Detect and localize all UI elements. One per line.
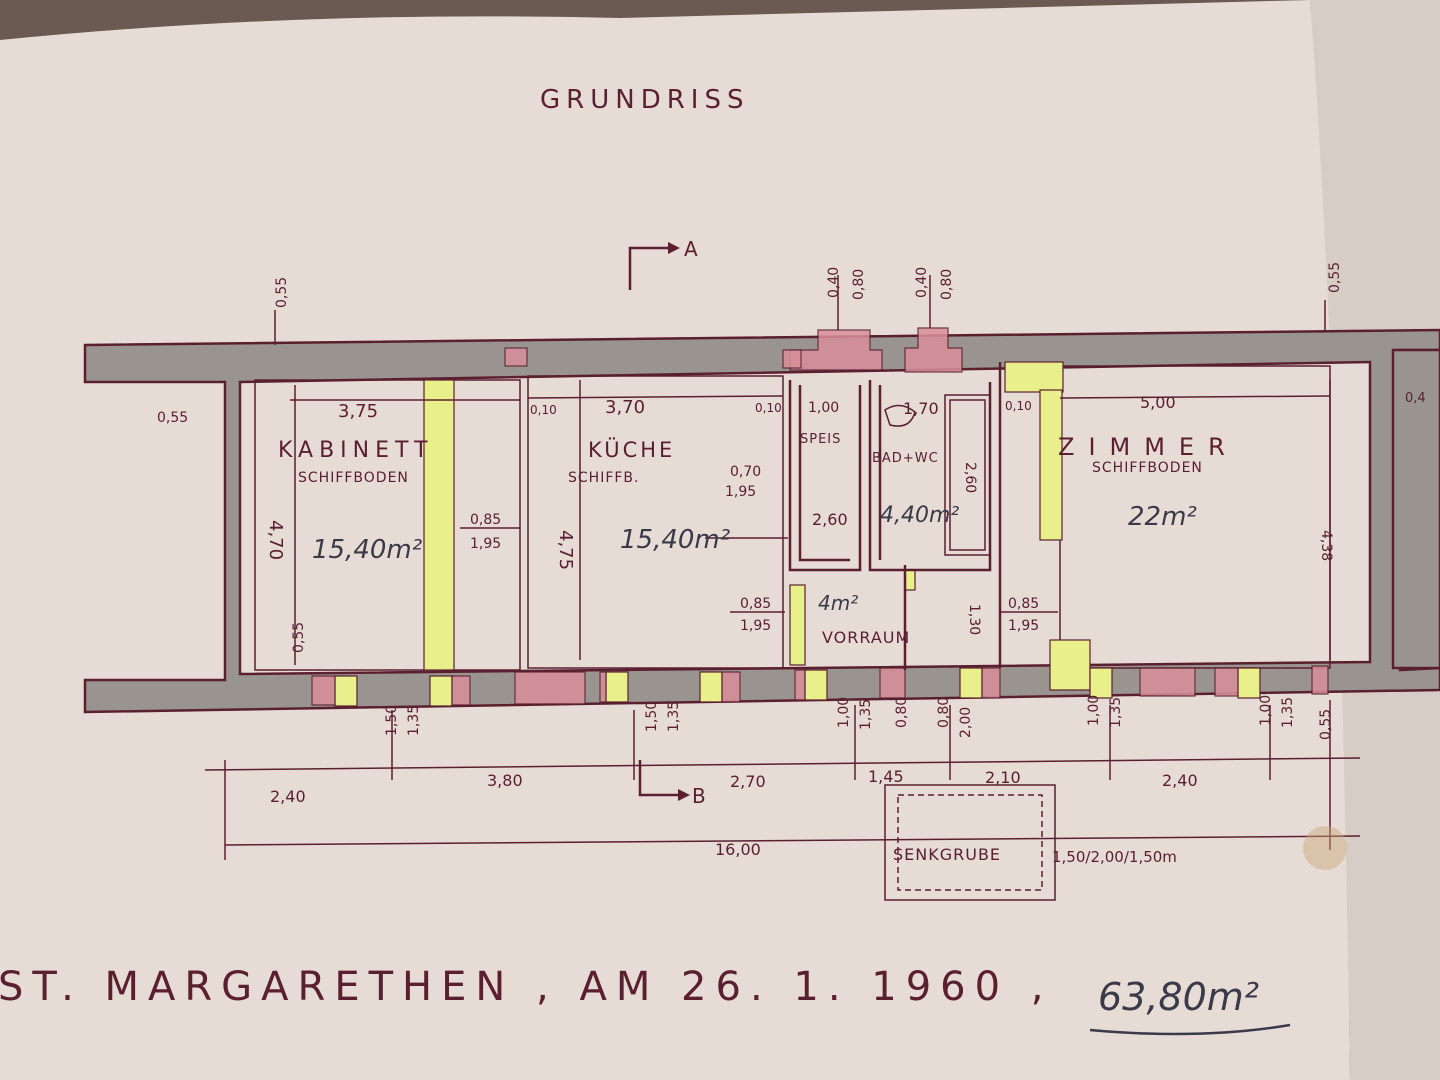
svg-text:0,4: 0,4 <box>1405 391 1426 406</box>
svg-text:1,30: 1,30 <box>966 604 982 635</box>
plan-title: GRUNDRISS <box>540 85 749 115</box>
svg-text:1,50: 1,50 <box>384 705 400 736</box>
svg-text:15,40m²: 15,40m² <box>312 535 422 565</box>
svg-text:SPEIS: SPEIS <box>800 432 841 447</box>
svg-text:0,55: 0,55 <box>1318 709 1334 740</box>
svg-text:16,00: 16,00 <box>715 840 761 859</box>
svg-text:0,80: 0,80 <box>851 269 867 300</box>
svg-text:SCHIFFBODEN: SCHIFFBODEN <box>298 470 409 486</box>
svg-text:0,40: 0,40 <box>914 267 930 298</box>
svg-text:BAD+WC: BAD+WC <box>872 451 939 466</box>
svg-text:1,95: 1,95 <box>470 536 501 552</box>
svg-text:1,35: 1,35 <box>1280 697 1296 728</box>
svg-text:1,50: 1,50 <box>644 701 660 732</box>
svg-text:A: A <box>684 237 698 261</box>
dimension-labels: 0,55 0,55 0,55 0,55 0,55 0,10 0,10 0,10 … <box>157 262 1426 859</box>
room-kueche: 3,70 KÜCHE SCHIFFB. 15,40m² 4,75 <box>555 397 730 570</box>
svg-text:0,85: 0,85 <box>740 596 771 612</box>
paper-stain <box>1303 826 1347 870</box>
svg-text:5,00: 5,00 <box>1140 393 1176 412</box>
svg-text:0,55: 0,55 <box>1327 262 1343 293</box>
room-kabinett: 3,75 KABINETT SCHIFFBODEN 15,40m² 4,70 <box>265 401 434 565</box>
svg-text:0,40: 0,40 <box>826 267 842 298</box>
svg-text:1,70: 1,70 <box>903 399 939 418</box>
svg-text:0,55: 0,55 <box>291 622 307 653</box>
svg-text:1,00: 1,00 <box>808 400 839 416</box>
svg-text:2,70: 2,70 <box>730 772 766 791</box>
room-speis: 1,00 SPEIS <box>800 400 841 447</box>
svg-text:SENKGRUBE: SENKGRUBE <box>893 845 1001 864</box>
svg-text:0,80: 0,80 <box>936 697 952 728</box>
svg-text:0,85: 0,85 <box>470 512 501 528</box>
svg-text:1,35: 1,35 <box>666 701 682 732</box>
dimension-lines <box>204 275 1361 860</box>
svg-text:3,70: 3,70 <box>605 397 645 418</box>
svg-text:0,10: 0,10 <box>530 403 557 417</box>
svg-text:B: B <box>692 784 706 808</box>
svg-text:1,00: 1,00 <box>836 697 852 728</box>
svg-text:1,45: 1,45 <box>868 767 904 786</box>
svg-text:1,35: 1,35 <box>1108 697 1124 728</box>
senkgrube: SENKGRUBE 1,50/2,00/1,50m <box>884 784 1177 901</box>
room-bad: 1,70 BAD+WC 4,40m² 2,60 2,60 <box>812 399 978 529</box>
svg-text:1,00: 1,00 <box>1086 695 1102 726</box>
svg-text:SCHIFFB.: SCHIFFB. <box>568 470 639 486</box>
svg-text:KABINETT: KABINETT <box>278 438 434 463</box>
svg-text:15,40m²: 15,40m² <box>620 525 730 555</box>
door-fills <box>334 361 1261 707</box>
svg-text:2,10: 2,10 <box>985 768 1021 787</box>
svg-text:1,50/2,00/1,50m: 1,50/2,00/1,50m <box>1052 848 1177 866</box>
svg-text:0,80: 0,80 <box>894 697 910 728</box>
svg-text:4,75: 4,75 <box>555 530 576 570</box>
svg-text:3,80: 3,80 <box>487 771 523 790</box>
svg-text:VORRAUM: VORRAUM <box>822 628 910 647</box>
svg-text:0,55: 0,55 <box>157 410 188 426</box>
svg-text:0,70: 0,70 <box>730 464 761 480</box>
room-zimmer: 5,00 ZIMMER SCHIFFBODEN 22m² 4,38 <box>1058 393 1334 561</box>
svg-text:0,10: 0,10 <box>1005 399 1032 413</box>
svg-text:2,40: 2,40 <box>1162 771 1198 790</box>
outer-walls <box>83 328 1440 714</box>
section-marker-b: B <box>638 760 706 808</box>
svg-text:0,55: 0,55 <box>274 277 290 308</box>
svg-text:KÜCHE: KÜCHE <box>588 437 675 462</box>
svg-text:63,80m²: 63,80m² <box>1098 975 1259 1019</box>
room-vorraum: 4m² VORRAUM 1,30 <box>818 591 982 647</box>
section-marker-a: A <box>628 237 698 290</box>
svg-text:1,95: 1,95 <box>740 618 771 634</box>
svg-text:0,85: 0,85 <box>1008 596 1039 612</box>
interior-walls <box>788 362 1002 670</box>
svg-text:ZIMMER: ZIMMER <box>1058 433 1239 461</box>
svg-text:4m²: 4m² <box>818 591 858 615</box>
svg-text:2,60: 2,60 <box>812 510 848 529</box>
svg-text:1,35: 1,35 <box>858 699 874 730</box>
svg-text:2,40: 2,40 <box>270 787 306 806</box>
place-date: ST. MARGARETHEN , AM 26. 1. 1960 , <box>0 964 1052 1010</box>
chimneys <box>311 327 1329 706</box>
svg-text:0,10: 0,10 <box>755 401 782 415</box>
svg-text:2,00: 2,00 <box>958 707 974 738</box>
svg-text:SCHIFFBODEN: SCHIFFBODEN <box>1092 460 1203 476</box>
svg-text:22m²: 22m² <box>1128 502 1197 532</box>
svg-text:3,75: 3,75 <box>338 401 378 422</box>
svg-text:1,95: 1,95 <box>1008 618 1039 634</box>
svg-text:4,38: 4,38 <box>1318 530 1334 561</box>
svg-text:1,35: 1,35 <box>406 705 422 736</box>
svg-text:1,00: 1,00 <box>1258 695 1274 726</box>
svg-text:4,70: 4,70 <box>265 520 286 560</box>
svg-text:1,95: 1,95 <box>725 484 756 500</box>
total-area: 63,80m² <box>1089 975 1291 1036</box>
svg-text:2,60: 2,60 <box>962 462 978 493</box>
svg-text:0,80: 0,80 <box>939 269 955 300</box>
svg-text:4,40m²: 4,40m² <box>880 503 959 528</box>
